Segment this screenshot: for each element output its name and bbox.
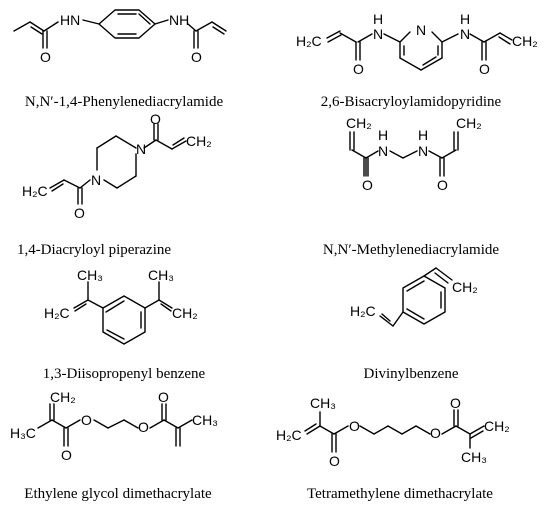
atom-n-right: N bbox=[418, 143, 428, 159]
bonds-methylenediacrylamide bbox=[349, 131, 459, 177]
structure-ethylene-glycol-dimethacrylate: CH₂ H₃C O O O O CH₃ bbox=[10, 389, 218, 463]
label-ethylene-glycol-dimethacrylate: Ethylene glycol dimethacrylate bbox=[24, 486, 212, 502]
label-phenylenediacrylamide: N,N′-1,4-Phenylenediacrylamide bbox=[25, 94, 224, 110]
atom-h-right: H bbox=[460, 11, 470, 27]
atom-ch2-right: CH₂ bbox=[456, 115, 482, 131]
bonds-diisopropenyl-benzene bbox=[73, 281, 173, 345]
label-diisopropenyl-benzene: 1,3-Diisopropenyl benzene bbox=[43, 366, 206, 382]
atom-n-left: N bbox=[378, 143, 388, 159]
label-divinylbenzene: Divinylbenzene bbox=[364, 366, 459, 382]
atom-o-ester-2: O bbox=[430, 425, 441, 441]
atom-o-carbonyl-1: O bbox=[61, 447, 72, 463]
atom-n-bottom: N bbox=[91, 172, 101, 188]
label-methylenediacrylamide: N,N′-Methylenediacrylamide bbox=[323, 242, 499, 258]
atom-o-left: O bbox=[40, 49, 51, 65]
atom-h2c-left: H₂C bbox=[296, 33, 322, 49]
atom-o-left: O bbox=[362, 177, 373, 193]
atom-ch2-right: CH₂ bbox=[512, 33, 538, 49]
atom-o-top: O bbox=[150, 111, 161, 127]
atom-h-left: H bbox=[373, 11, 383, 27]
atom-ch3-left: CH₃ bbox=[77, 267, 103, 283]
atom-n-left: N bbox=[373, 26, 383, 42]
atom-h-left: H bbox=[378, 127, 388, 143]
atom-ch2-left: CH₂ bbox=[346, 115, 372, 131]
atom-nh-right: NH bbox=[169, 12, 189, 28]
atom-o-ester-1: O bbox=[81, 412, 92, 428]
structure-bisacryloylamidopyridine: H₂C H N N H N CH₂ O O bbox=[296, 11, 538, 77]
structure-methylenediacrylamide: CH₂ CH₂ H N H N O O bbox=[346, 115, 482, 193]
bonds-diacryloyl-piperazine bbox=[49, 123, 187, 205]
structure-diacryloyl-piperazine: N N O O CH₂ H₂C bbox=[22, 111, 212, 221]
atom-o-ester-1: O bbox=[349, 418, 360, 434]
atom-ch2: CH₂ bbox=[50, 389, 76, 405]
structure-tetramethylene-dimethacrylate: CH₃ H₂C O O O O CH₂ CH₃ bbox=[276, 395, 510, 469]
atom-ch3-right: CH₃ bbox=[461, 449, 487, 465]
atom-ch3-right: CH₃ bbox=[192, 412, 218, 428]
atom-n-right: N bbox=[460, 26, 470, 42]
structure-diisopropenyl-benzene: CH₃ CH₃ H₂C CH₂ bbox=[44, 267, 198, 345]
atom-h3c-left: H₃C bbox=[10, 425, 36, 441]
bonds-divinylbenzene bbox=[379, 267, 453, 327]
atom-ch2-right: CH₂ bbox=[484, 418, 510, 434]
bonds-ethylene-glycol-dimethacrylate bbox=[37, 403, 193, 447]
atom-o-carbonyl-1: O bbox=[329, 453, 340, 469]
atom-n-ring: N bbox=[416, 22, 426, 38]
atom-n-top: N bbox=[136, 141, 146, 157]
atom-o-right: O bbox=[191, 49, 202, 65]
atom-h2c-left: H₂C bbox=[276, 427, 302, 443]
atom-ch2-right: CH₂ bbox=[452, 279, 478, 295]
atom-o-right: O bbox=[437, 177, 448, 193]
atom-ch2-right: CH₂ bbox=[172, 305, 198, 321]
atom-h2c-bottom: H₂C bbox=[22, 183, 48, 199]
bonds-tetramethylene-dimethacrylate bbox=[304, 409, 485, 453]
label-diacryloyl-piperazine: 1,4-Diacryloyl piperazine bbox=[17, 242, 171, 258]
atom-ch3-left: CH₃ bbox=[310, 395, 336, 411]
atom-o-carbonyl-2: O bbox=[450, 395, 461, 411]
label-bisacryloylamidopyridine: 2,6-Bisacryloylamidopyridine bbox=[321, 94, 502, 110]
atom-o-right: O bbox=[479, 61, 490, 77]
atom-h2c-left: H₂C bbox=[350, 303, 376, 319]
bonds-phenylenediacrylamide bbox=[13, 9, 227, 49]
atom-ch2-top: CH₂ bbox=[186, 133, 212, 149]
atom-ch3-right: CH₃ bbox=[148, 267, 174, 283]
atom-o-ester-2: O bbox=[138, 419, 149, 435]
atom-o-left: O bbox=[353, 61, 364, 77]
structure-divinylbenzene: CH₂ H₂C bbox=[350, 267, 478, 327]
atom-o-carbonyl-2: O bbox=[158, 389, 169, 405]
bonds-bisacryloylamidopyridine bbox=[326, 30, 513, 71]
atom-nh-left: HN bbox=[60, 12, 80, 28]
structure-phenylenediacrylamide: HN NH O O bbox=[13, 9, 227, 65]
label-tetramethylene-dimethacrylate: Tetramethylene dimethacrylate bbox=[307, 486, 493, 502]
atom-h-right: H bbox=[418, 127, 428, 143]
atom-o-bottom: O bbox=[74, 205, 85, 221]
atom-h2c-left: H₂C bbox=[44, 305, 70, 321]
